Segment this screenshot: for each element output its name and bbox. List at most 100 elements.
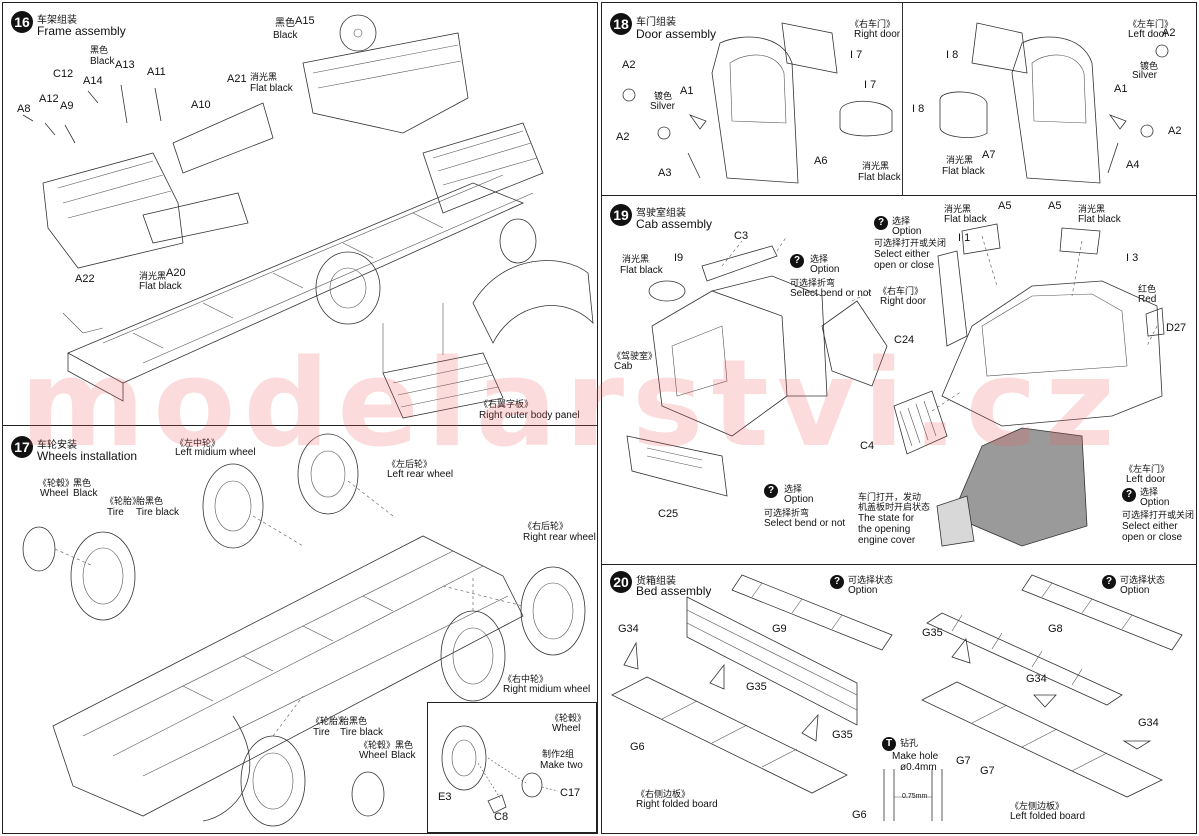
left-rear-wheel-cn: 《左后轮》: [387, 459, 433, 469]
wheel-label-en: Wheel: [40, 488, 69, 499]
right-rear-wheel-en: Right rear wheel: [523, 532, 596, 543]
option-2-en: Option: [784, 494, 814, 505]
tire-label-en: Tire: [107, 507, 124, 518]
step-number: 17: [11, 436, 33, 458]
option-marker: ?: [1102, 575, 1116, 589]
inset-wheel-drawing: [441, 725, 559, 814]
bend-1-en: Select bend or not: [790, 288, 872, 299]
step-title-cn: 车架组装: [37, 15, 77, 26]
step-title-cn: 车门组装: [636, 17, 676, 28]
left-door-label-cn: 《左车门》: [1124, 464, 1170, 474]
part-a4: A4: [1126, 159, 1140, 171]
part-g9: G9: [772, 623, 787, 635]
part-g6: G6: [630, 741, 645, 753]
flat-black-label-en-2: Flat black: [139, 281, 182, 292]
option-marker: ?: [764, 484, 778, 498]
drill-label-en-2: ø0.4mm: [900, 762, 937, 773]
part-c3: C3: [734, 230, 749, 242]
part-a1-r: A1: [1114, 83, 1128, 95]
wheel-inset-box: 《轮毂》 Wheel 制作2组 Make two E3 C8 C17: [427, 702, 597, 833]
step-16-panel: 16 车架组装 Frame assembly 黑色 Black A15 A8 A…: [2, 2, 598, 426]
flat-black-label-cn-2: 消光黑: [946, 155, 974, 165]
red-label-en: Red: [1138, 294, 1157, 305]
part-a5-b: A5: [1048, 200, 1062, 212]
part-c24: C24: [894, 334, 915, 346]
part-a9: A9: [60, 100, 74, 112]
cab-assembly-drawing: [626, 223, 1165, 547]
step-20-panel: 20 货箱组装 Bed assembly ? 可选择状态 Option ? 可选…: [601, 564, 1197, 834]
flat-black-label-cn: 消光黑: [250, 72, 278, 82]
frame-assembly-drawing: [22, 14, 594, 419]
part-a22: A22: [75, 273, 95, 285]
step-title-en: Bed assembly: [636, 584, 712, 598]
option-1-en: Option: [848, 585, 878, 596]
black-label-en-2: Black: [90, 56, 115, 67]
black-label-cn: 黑色: [73, 478, 92, 488]
part-a11: A11: [147, 66, 166, 78]
bend-1-cn: 可选择折弯: [790, 278, 836, 288]
engine-cover-en-3: engine cover: [858, 535, 916, 546]
right-board-cn: 《右侧边板》: [636, 789, 691, 799]
drill-label-cn: 钻孔: [900, 738, 919, 748]
door-assembly-drawing: [622, 22, 1169, 184]
option-1-cn: 可选择状态: [848, 575, 894, 585]
part-a13: A13: [115, 59, 135, 71]
option-4-cn: 选择: [1140, 487, 1159, 497]
make-two-en: Make two: [540, 760, 583, 771]
part-g7: G7: [956, 755, 971, 767]
right-door-label-en: Right door: [880, 296, 927, 307]
tire-black-label-en: Tire black: [136, 507, 179, 518]
tire-label-cn-2: 《轮胎》: [311, 716, 348, 726]
open-close-cn: 可选择打开或关闭: [874, 238, 947, 248]
black-label-cn: 黑色: [275, 18, 295, 29]
drill-marker: T: [882, 737, 896, 751]
part-e3: E3: [438, 791, 452, 803]
silver-label-cn: 镀色: [654, 91, 673, 101]
flat-black-label-cn: 消光黑: [622, 254, 650, 264]
flat-black-label-cn: 消光黑: [862, 161, 890, 171]
part-a7: A7: [982, 149, 996, 161]
part-i3: I 3: [1126, 252, 1139, 264]
part-a8: A8: [17, 103, 31, 115]
part-a20: A20: [166, 267, 186, 279]
part-a2-r-b: A2: [1168, 125, 1182, 137]
part-a2: A2: [622, 59, 636, 71]
cab-label-cn: 《驾驶室》: [612, 351, 658, 361]
open-close-en-1: Select either: [874, 249, 930, 260]
wheel-label-en-2: Wheel: [359, 750, 388, 761]
flat-black-label-cn-3: 消光黑: [1078, 204, 1106, 214]
part-a2-b: A2: [616, 131, 630, 143]
left-rear-wheel-en: Left rear wheel: [387, 469, 454, 480]
right-mid-wheel-cn: 《右中轮》: [503, 674, 549, 684]
part-a3: A3: [658, 167, 672, 179]
part-a10: A10: [191, 99, 211, 111]
wheel-label-cn-2: 《轮毂》: [359, 740, 396, 750]
option-3-en: Option: [892, 226, 922, 237]
open-close-2-cn: 可选择打开或关闭: [1122, 510, 1195, 520]
right-mid-wheel-en: Right midium wheel: [503, 684, 591, 695]
red-label-cn: 红色: [1138, 284, 1157, 294]
part-a21: A21: [227, 73, 247, 85]
step-title-en: Door assembly: [636, 27, 717, 41]
black-label-en: Black: [73, 488, 98, 499]
step-number: 19: [610, 204, 632, 226]
step-18-divider: [902, 3, 903, 195]
part-g6-b: G6: [852, 809, 867, 821]
left-mid-wheel-cn: 《左中轮》: [175, 438, 221, 448]
step-title-cn: 驾驶室组装: [636, 208, 686, 219]
wheel-label-cn: 《轮毂》: [38, 478, 75, 488]
part-c25: C25: [658, 508, 679, 520]
left-door-label-en: Left door: [1126, 474, 1166, 485]
part-i8-b: I 8: [912, 103, 925, 115]
tire-black-label-cn-2: 胎黑色: [340, 716, 368, 726]
step-title-en: Wheels installation: [37, 449, 138, 463]
flat-black-label-en: Flat black: [858, 172, 901, 183]
right-outer-panel-cn: 《右翼字板》: [479, 399, 534, 409]
right-door-label-en: Right door: [854, 29, 901, 40]
open-close-en-2: open or close: [874, 260, 935, 271]
option-marker: ?: [830, 575, 844, 589]
silver-label-en: Silver: [650, 101, 676, 112]
open-close-2-en-1: Select either: [1122, 521, 1178, 532]
bend-2-cn: 可选择折弯: [764, 508, 810, 518]
step-title-en: Frame assembly: [37, 24, 126, 38]
